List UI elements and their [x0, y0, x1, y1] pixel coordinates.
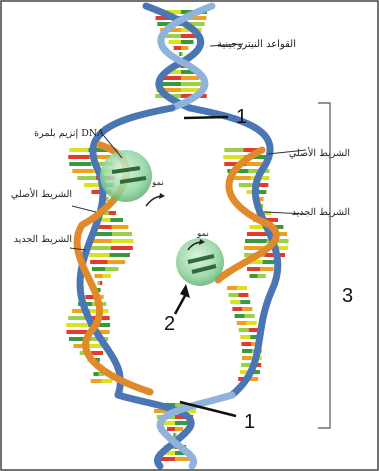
original-strand-left-label: الشريط الأصلي — [11, 188, 72, 200]
growth-label-top: نمو — [151, 178, 164, 188]
marker-2: 2 — [164, 313, 175, 335]
new-strand-left-label: الشريط الجديد — [14, 234, 72, 245]
marker-3: 3 — [342, 285, 353, 307]
polymerase-enzyme-top — [100, 150, 152, 202]
bases-label: القواعد النيتروجينية — [217, 39, 296, 50]
pointer-1-top-line — [184, 117, 228, 118]
marker-1-top: 1 — [236, 106, 247, 128]
marker-1-bottom: 1 — [244, 411, 255, 433]
original-strand-right-label: الشريط الأصلي — [289, 147, 350, 159]
polymerase-label: إنزيم بلمرة DNA — [34, 128, 104, 139]
new-strand-right-label: الشريط الجديد — [292, 207, 350, 218]
enzyme-sphere — [176, 238, 224, 286]
enzyme-sphere — [100, 150, 152, 202]
growth-label-middle: نمو — [196, 229, 209, 239]
polymerase-enzyme-middle — [176, 238, 224, 286]
